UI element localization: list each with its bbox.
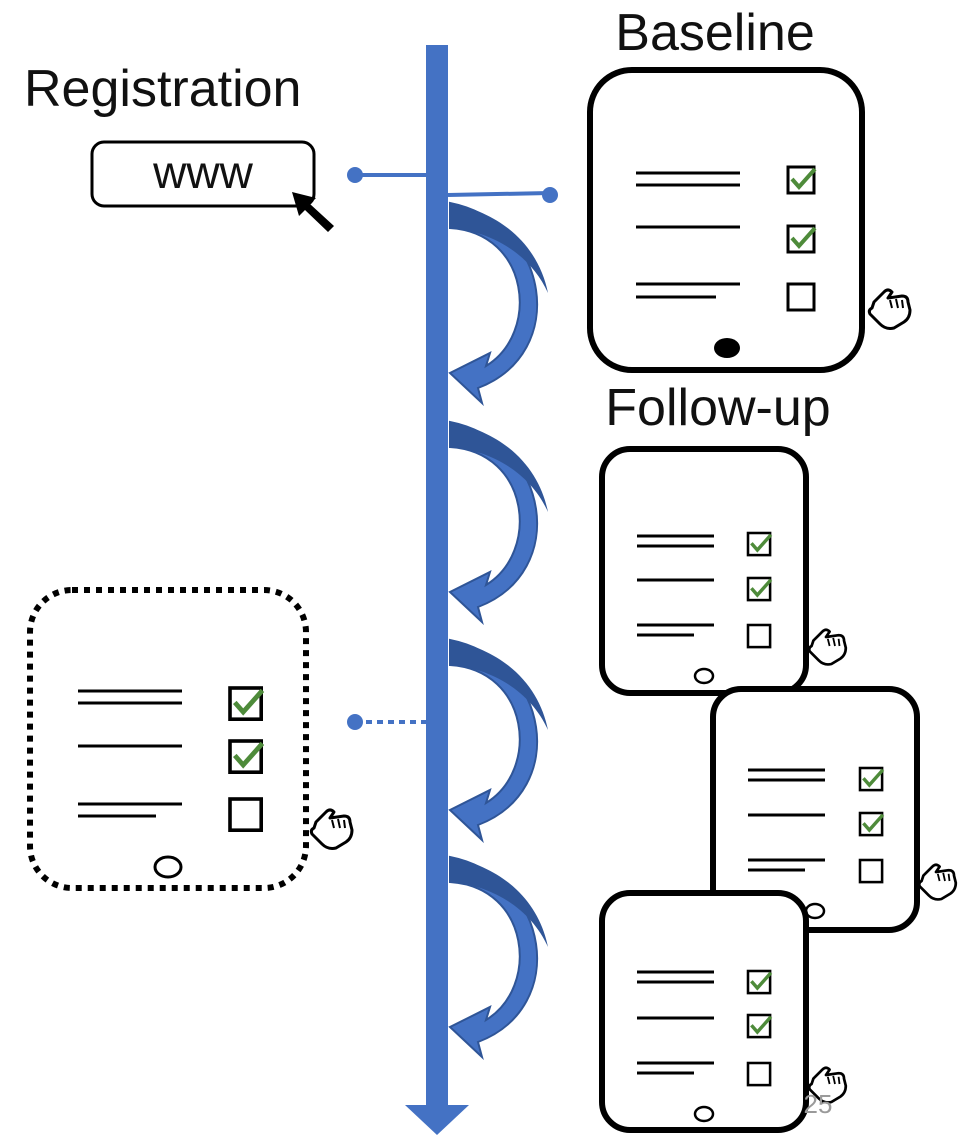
url-box: www: [90, 140, 316, 208]
hand-pointer-icon: [917, 863, 958, 901]
checkbox-checked-icon: [858, 811, 885, 837]
checkbox-empty-icon: [746, 1061, 772, 1087]
hand-pointer-icon: [309, 808, 354, 850]
baseline-label: Baseline: [615, 4, 814, 62]
curved-arrow-icon: [449, 421, 549, 623]
curved-arrow-icon: [449, 856, 549, 1058]
hand-pointer-icon: [807, 628, 848, 666]
baseline-connector: [447, 187, 558, 203]
checkbox-checked-icon: [746, 1013, 773, 1039]
checkbox-checked-icon: [858, 766, 885, 792]
registration-label: Registration: [24, 60, 301, 118]
followup-label: Follow-up: [605, 379, 830, 437]
checkbox-checked-icon: [746, 576, 773, 602]
checkbox-checked-icon: [786, 224, 817, 254]
optional-tablet: [27, 587, 309, 891]
checkbox-empty-icon: [746, 623, 772, 649]
url-text: www: [152, 146, 253, 198]
checkbox-checked-icon: [786, 165, 817, 195]
checkbox-checked-icon: [746, 969, 773, 995]
curved-arrow-icon: [449, 639, 549, 841]
checkbox-checked-icon: [230, 741, 262, 772]
baseline-tablet: [587, 67, 865, 373]
checkbox-empty-icon: [228, 797, 264, 833]
timeline-axis: [405, 45, 469, 1135]
registration-connector: [347, 167, 426, 183]
hand-pointer-icon: [867, 288, 912, 330]
followup-tablet-3: [599, 890, 809, 1133]
followup-tablet-1: [599, 446, 809, 696]
checkbox-checked-icon: [230, 688, 262, 719]
checkbox-empty-icon: [786, 282, 816, 312]
checkbox-checked-icon: [746, 531, 773, 557]
curved-arrow-icon: [449, 202, 549, 404]
cursor-arrow-icon: [292, 192, 334, 232]
page-number: 25: [804, 1089, 833, 1119]
optional-connector: [347, 714, 426, 730]
checkbox-empty-icon: [858, 858, 884, 884]
followup-tablet-2: [710, 686, 920, 933]
